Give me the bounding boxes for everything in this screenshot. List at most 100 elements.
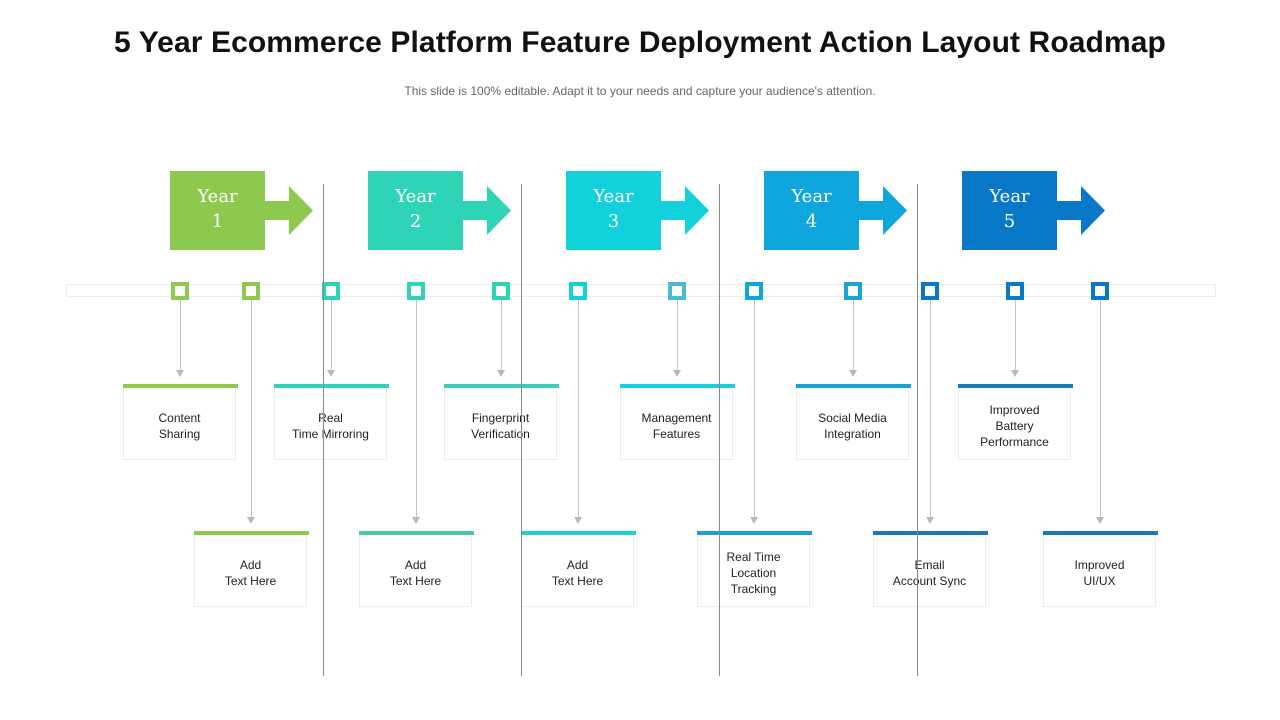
year-number: 5 (1003, 211, 1016, 232)
timeline-band (66, 284, 1216, 297)
card-accent-bar (697, 531, 812, 535)
year-label: Year 2 (368, 184, 463, 234)
year-number: 1 (211, 211, 224, 232)
milestone-label: Email Account Sync (892, 557, 967, 588)
down-arrow-icon (1096, 517, 1104, 524)
connector-line (331, 300, 332, 372)
milestone-card: Add Text Here (194, 531, 309, 607)
milestone-label: Fingerprint Verification (471, 410, 530, 441)
year-label: Year 1 (170, 184, 265, 234)
year-label: Year 3 (566, 184, 661, 234)
milestone-card: Management Features (620, 384, 735, 460)
year-divider-line (917, 184, 918, 676)
timeline-marker (492, 282, 510, 300)
milestone-label: Real Time Mirroring (292, 410, 369, 441)
year-divider-line (323, 184, 324, 676)
down-arrow-icon (412, 517, 420, 524)
year-4-arrow-block: Year 4 (764, 171, 908, 250)
down-arrow-icon (849, 370, 857, 377)
card-accent-bar (194, 531, 309, 535)
right-arrow-icon (566, 171, 709, 250)
milestone-card: Add Text Here (359, 531, 474, 607)
timeline-marker (1006, 282, 1024, 300)
milestone-label: Improved UI/UX (1074, 557, 1125, 588)
year-word: Year (989, 186, 1030, 207)
timeline-marker (844, 282, 862, 300)
year-number: 4 (805, 211, 818, 232)
connector-line (1100, 300, 1101, 519)
connector-line (251, 300, 252, 519)
milestone-label: Add Text Here (224, 557, 277, 588)
year-5-arrow-block: Year 5 (962, 171, 1106, 250)
right-arrow-icon (368, 171, 511, 250)
card-accent-bar (958, 384, 1073, 388)
milestone-card: Improved Battery Performance (958, 384, 1073, 460)
down-arrow-icon (247, 517, 255, 524)
connector-line (501, 300, 502, 372)
right-arrow-icon (962, 171, 1105, 250)
milestone-card: Content Sharing (123, 384, 238, 460)
down-arrow-icon (673, 370, 681, 377)
card-accent-bar (796, 384, 911, 388)
connector-line (853, 300, 854, 372)
connector-line (578, 300, 579, 519)
year-3-arrow-block: Year 3 (566, 171, 710, 250)
page-title: 5 Year Ecommerce Platform Feature Deploy… (114, 26, 1166, 59)
card-accent-bar (444, 384, 559, 388)
milestone-card: Add Text Here (521, 531, 636, 607)
card-accent-bar (620, 384, 735, 388)
milestone-label: Content Sharing (158, 410, 201, 441)
milestone-card: Email Account Sync (873, 531, 988, 607)
milestone-card: Real Time Location Tracking (697, 531, 812, 607)
down-arrow-icon (926, 517, 934, 524)
down-arrow-icon (176, 370, 184, 377)
year-word: Year (395, 186, 436, 207)
card-accent-bar (123, 384, 238, 388)
year-2-arrow-block: Year 2 (368, 171, 512, 250)
year-number: 3 (607, 211, 620, 232)
timeline-marker (668, 282, 686, 300)
connector-line (180, 300, 181, 372)
year-word: Year (791, 186, 832, 207)
timeline-marker (171, 282, 189, 300)
milestone-label: Management Features (641, 410, 712, 441)
year-divider-line (719, 184, 720, 676)
card-accent-bar (873, 531, 988, 535)
timeline-marker (322, 282, 340, 300)
timeline-marker (242, 282, 260, 300)
timeline-marker (745, 282, 763, 300)
milestone-card: Fingerprint Verification (444, 384, 559, 460)
connector-line (754, 300, 755, 519)
card-accent-bar (274, 384, 389, 388)
card-accent-bar (359, 531, 474, 535)
timeline-marker (1091, 282, 1109, 300)
year-1-arrow-block: Year 1 (170, 171, 314, 250)
milestone-label: Improved Battery Performance (980, 402, 1049, 449)
connector-line (416, 300, 417, 519)
down-arrow-icon (497, 370, 505, 377)
card-accent-bar (521, 531, 636, 535)
connector-line (930, 300, 931, 519)
year-word: Year (197, 186, 238, 207)
timeline-marker (407, 282, 425, 300)
year-label: Year 4 (764, 184, 859, 234)
timeline-marker (921, 282, 939, 300)
connector-line (1015, 300, 1016, 372)
right-arrow-icon (764, 171, 907, 250)
milestone-card: Improved UI/UX (1043, 531, 1158, 607)
page-subtitle: This slide is 100% editable. Adapt it to… (404, 84, 876, 98)
year-divider-line (521, 184, 522, 676)
milestone-label: Social Media Integration (818, 410, 887, 441)
milestone-card: Social Media Integration (796, 384, 911, 460)
down-arrow-icon (327, 370, 335, 377)
year-word: Year (593, 186, 634, 207)
down-arrow-icon (574, 517, 582, 524)
milestone-card: Real Time Mirroring (274, 384, 389, 460)
down-arrow-icon (750, 517, 758, 524)
milestone-label: Add Text Here (551, 557, 604, 588)
timeline-marker (569, 282, 587, 300)
down-arrow-icon (1011, 370, 1019, 377)
year-number: 2 (409, 211, 422, 232)
card-accent-bar (1043, 531, 1158, 535)
connector-line (677, 300, 678, 372)
